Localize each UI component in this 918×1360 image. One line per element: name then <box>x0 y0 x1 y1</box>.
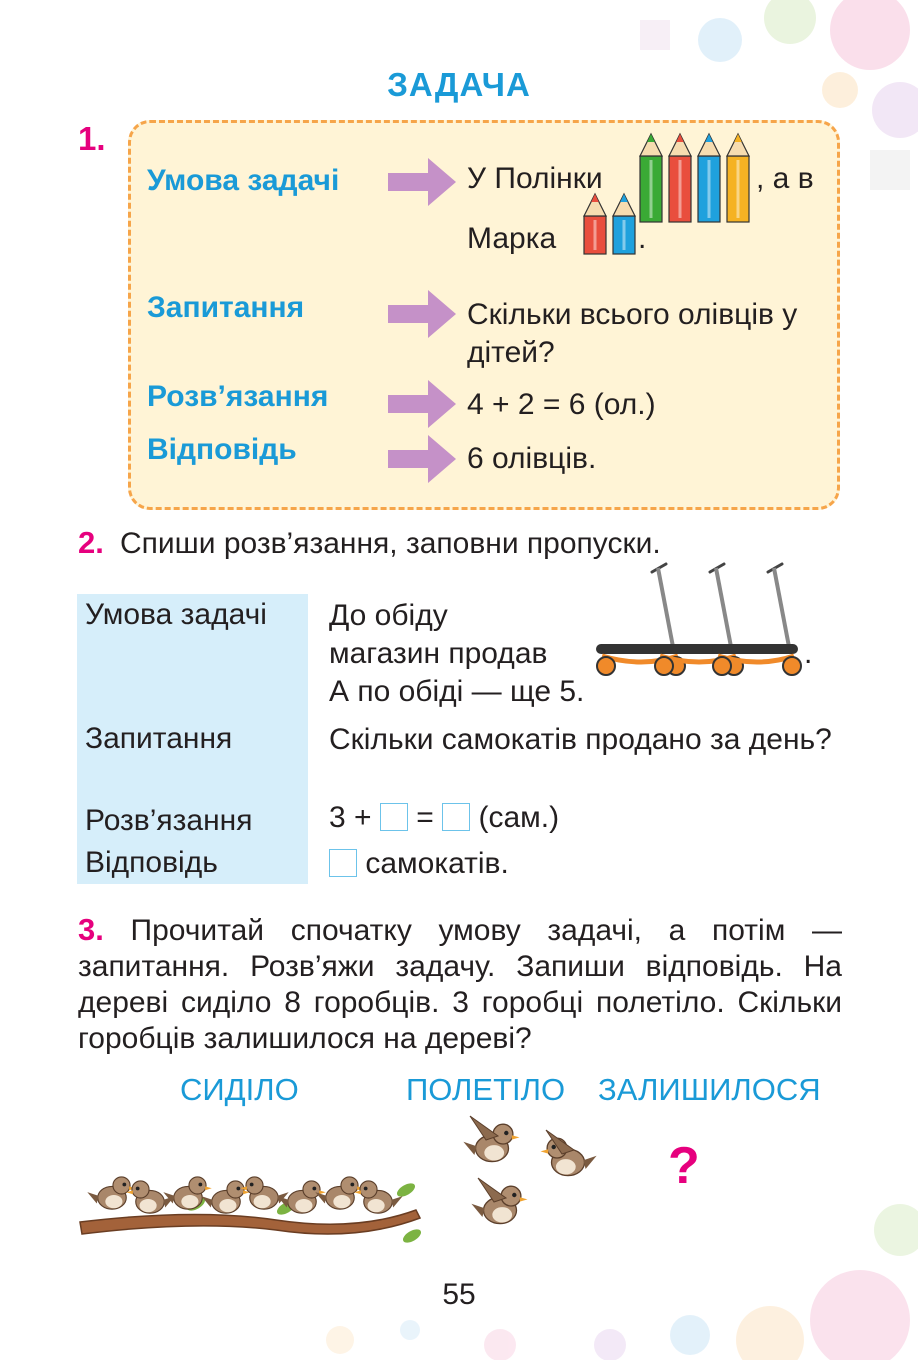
task2-question-text: Скільки самокатів продано за день? <box>329 723 832 756</box>
pencils-marko <box>583 192 636 255</box>
task1-condition-b: , а в <box>756 162 814 195</box>
task1-label-answer: Відповідь <box>147 433 297 466</box>
pencil-icon <box>583 192 607 255</box>
leaf-icon <box>396 1183 416 1197</box>
arrow-right-icon <box>388 435 456 483</box>
label-left: ЗАЛИШИЛОСЯ <box>598 1072 821 1107</box>
task2-condition-dot: . <box>804 637 813 670</box>
task1-condition-d: . <box>638 222 647 255</box>
task1-answer-text: 6 олівців. <box>467 442 597 475</box>
sparrow-icon <box>471 1185 528 1225</box>
scooters-image <box>596 562 802 676</box>
task3-number: 3. <box>78 912 104 947</box>
arrow-right-icon <box>388 158 456 206</box>
sparrow-icon <box>163 1176 212 1210</box>
task1-question-text: Скільки всього олівців у дітей? <box>467 298 798 369</box>
label-flew: ПОЛЕТІЛО <box>406 1072 566 1107</box>
sparrow-icon <box>201 1180 250 1214</box>
arrow-right-icon <box>388 290 456 338</box>
flying-sparrows-image <box>463 1115 597 1225</box>
task2-solution-b: = <box>416 801 434 834</box>
pencil-icon <box>726 132 750 223</box>
task2-label-answer: Відповідь <box>85 846 218 879</box>
task2-condition-line2: магазин продав <box>329 637 548 670</box>
task1-number: 1. <box>78 120 106 157</box>
blank-box[interactable] <box>379 803 408 831</box>
label-sat: СИДІЛО <box>180 1072 299 1107</box>
pencil-icon <box>639 132 663 223</box>
task2-label-question: Запитання <box>85 722 233 755</box>
sparrow-icon <box>126 1180 175 1214</box>
sparrow-icon <box>463 1123 520 1163</box>
page-number: 55 <box>442 1278 476 1311</box>
sparrow-icon <box>277 1180 326 1214</box>
task3-text: Прочитай спочатку умову задачі, а потім … <box>78 914 842 1055</box>
task1-solution-text: 4 + 2 = 6 (ол.) <box>467 388 656 421</box>
task2-solution-row: 3 + = (сам.) <box>329 800 559 836</box>
task1-condition-a: У Полінки <box>467 162 603 195</box>
arrow-right-icon <box>388 380 456 428</box>
task2-label-condition: Умова задачі <box>85 598 267 631</box>
task2-solution-a: 3 + <box>329 801 372 834</box>
task1-label-condition: Умова задачі <box>147 164 340 197</box>
blank-box[interactable] <box>329 849 357 877</box>
task2-number: 2. <box>78 525 104 560</box>
wing-icon <box>477 1177 508 1203</box>
task2-instruction: Спиши розв’язання, заповни пропуски. <box>120 527 661 560</box>
scooter-icon <box>712 562 802 676</box>
pencil-icon <box>668 132 692 223</box>
task2-solution-c: (сам.) <box>478 801 560 834</box>
sparrow-icon <box>540 1137 597 1177</box>
wing-icon <box>545 1129 576 1155</box>
sparrow-icon <box>240 1176 289 1210</box>
sparrow-icon <box>87 1176 136 1210</box>
task2-answer-row: самокатів. <box>329 846 509 882</box>
bottom-right-decoration <box>594 1204 918 1360</box>
task3-text-block: 3. Прочитай спочатку умову задачі, а пот… <box>78 912 842 1057</box>
wing-icon <box>469 1115 500 1141</box>
page-title: ЗАДАЧА <box>387 66 531 103</box>
blank-box[interactable] <box>442 803 471 831</box>
task1-label-solution: Розв’язання <box>147 380 329 413</box>
task2-condition-line3: А по обіді — ще 5. <box>329 675 585 708</box>
pencil-icon <box>697 132 721 223</box>
task2-label-solution: Розв’язання <box>85 804 253 837</box>
task1-box <box>128 120 840 510</box>
sparrows-on-branch-image <box>79 1176 422 1243</box>
task1-condition-c: Марка <box>467 222 557 255</box>
task2-answer-text: самокатів. <box>365 847 509 880</box>
task2-condition-line1: До обіду <box>329 599 448 632</box>
question-mark: ? <box>668 1137 700 1195</box>
leaf-icon <box>402 1229 422 1243</box>
task1-label-question: Запитання <box>147 291 305 324</box>
sparrow-icon <box>354 1180 403 1214</box>
pencil-icon <box>612 192 636 255</box>
task2-label-column <box>77 594 308 884</box>
pencils-polinka <box>639 132 750 223</box>
